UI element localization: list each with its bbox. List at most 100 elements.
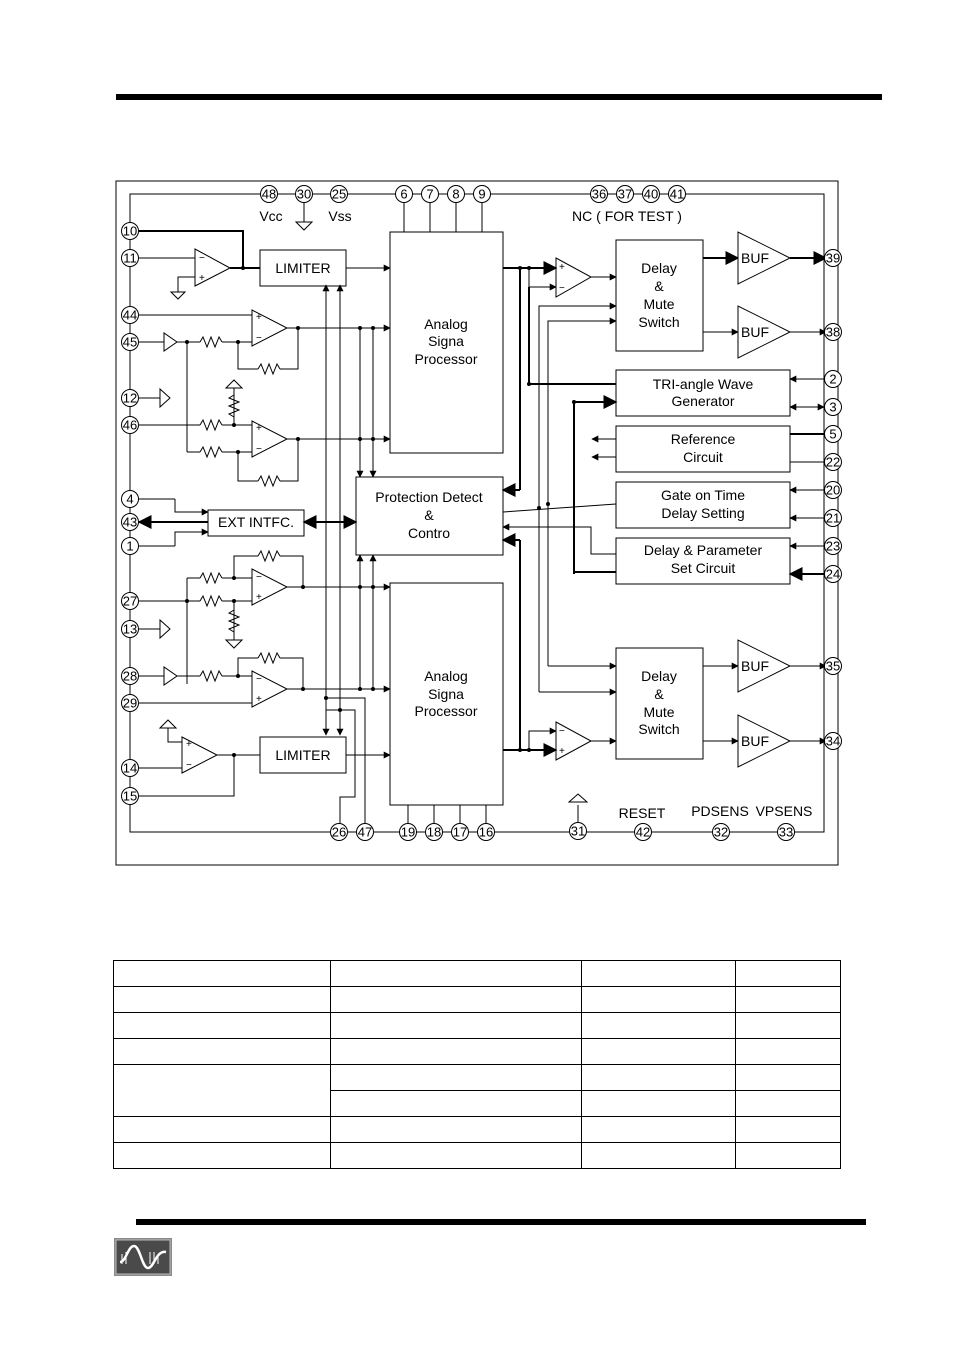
opamp-plus-sign: + [559,746,565,757]
table-cell [330,1038,582,1065]
table-cell [113,1038,331,1065]
delay-top-line3: Mute [643,296,674,312]
pin-10-label: 10 [123,224,137,239]
table-cell [581,1064,736,1091]
table-cell [581,960,736,987]
delay-param-line2: Set Circuit [671,560,736,576]
tri-wave-block [615,369,791,417]
pin-2-circle [824,370,842,388]
pin-4-circle [121,490,139,508]
opamp-minus-sign: − [559,726,565,737]
pin-12-label: 12 [123,391,137,406]
table-cell [330,1064,582,1091]
pin-37-label: 37 [618,187,632,202]
delay-param-block [615,537,791,585]
pin-5-circle [824,425,842,443]
pin-46-circle [121,416,139,434]
table-cell [735,1012,841,1039]
table-cell [330,1090,582,1117]
table-cell [735,960,841,987]
pin-6-label: 6 [400,187,407,202]
reference-line2: Circuit [683,449,723,465]
pin-44-circle [121,306,139,324]
pin-31-label: 31 [571,824,585,839]
pin-13-label: 13 [123,622,137,637]
pin-35-circle [824,657,842,675]
asp-bottom-line2: Signa [428,686,464,702]
limiter-bottom-label: LIMITER [275,747,330,763]
buf-39-label: BUF [741,250,769,266]
delay-top-line1: Delay [641,260,677,276]
pin-19-label: 19 [401,825,415,840]
pin-9-label: 9 [478,187,485,202]
table-cell [330,1142,582,1169]
ext-intfc-block [207,509,305,537]
pin-32-label: 32 [714,825,728,840]
opamp-top-left [194,248,232,287]
pin-21-label: 21 [826,511,840,526]
pin-32-circle [712,823,730,841]
pin-20-label: 20 [826,483,840,498]
vcc-label: Vcc [259,208,282,224]
tri-wave-line2: Generator [671,393,734,409]
reference-block [615,425,791,473]
pin-1-label: 1 [126,539,133,554]
protection-line2: & [424,507,434,523]
pin-43-circle [121,513,139,531]
company-logo [114,1238,172,1276]
pin-44-label: 44 [123,308,137,323]
pin-16-circle [477,823,495,841]
pin-47-circle [356,823,374,841]
table-cell [581,1090,736,1117]
pin-3-circle [824,398,842,416]
table-cell [735,1116,841,1143]
pin-45-label: 45 [123,335,137,350]
pin-31-circle [569,822,587,840]
pin-35-label: 35 [826,659,840,674]
pin-1-circle [121,537,139,555]
table-cell [113,1116,331,1143]
pin-8-circle [447,185,465,203]
pin-34-circle [824,732,842,750]
opamp-plus-sign: + [256,312,262,323]
buf-35-label: BUF [741,658,769,674]
pin-5-label: 5 [829,427,836,442]
buf-34 [737,714,792,768]
table-cell [330,1012,582,1039]
opamp-plus-sign: + [199,273,205,284]
pin-38-circle [824,323,842,341]
pin-25-circle [330,185,348,203]
pin-15-label: 15 [123,789,137,804]
table-cell [330,1116,582,1143]
protection-line1: Protection Detect [375,489,482,505]
pin-28-label: 28 [123,669,137,684]
limiter-top [259,249,347,287]
delay-bottom-line1: Delay [641,668,677,684]
pin-21-circle [824,509,842,527]
buf-38-label: BUF [741,324,769,340]
pin-17-circle [451,823,469,841]
pin-9-circle [473,185,491,203]
pin-7-circle [421,185,439,203]
pin-47-label: 47 [358,825,372,840]
spec-table [113,960,841,1169]
table-row [113,1012,841,1039]
pin-27-label: 27 [123,594,137,609]
asp-bottom [389,582,504,806]
pin-24-label: 24 [826,567,840,582]
pin-29-label: 29 [123,696,137,711]
vpsens-label: VPSENS [756,803,813,819]
pin-14-label: 14 [123,761,137,776]
opamp-minus-sign: − [186,760,192,771]
header-rule [116,94,882,100]
table-cell [581,1038,736,1065]
footer-rule [136,1219,866,1225]
pin-28-circle [121,667,139,685]
pin-2-label: 2 [829,372,836,387]
pin-6-circle [395,185,413,203]
delay-bottom-line4: Switch [638,721,679,737]
buf-39 [737,231,792,285]
opamp-minus-sign: − [256,444,262,455]
protection-block [355,476,504,556]
table-cell [113,960,331,987]
